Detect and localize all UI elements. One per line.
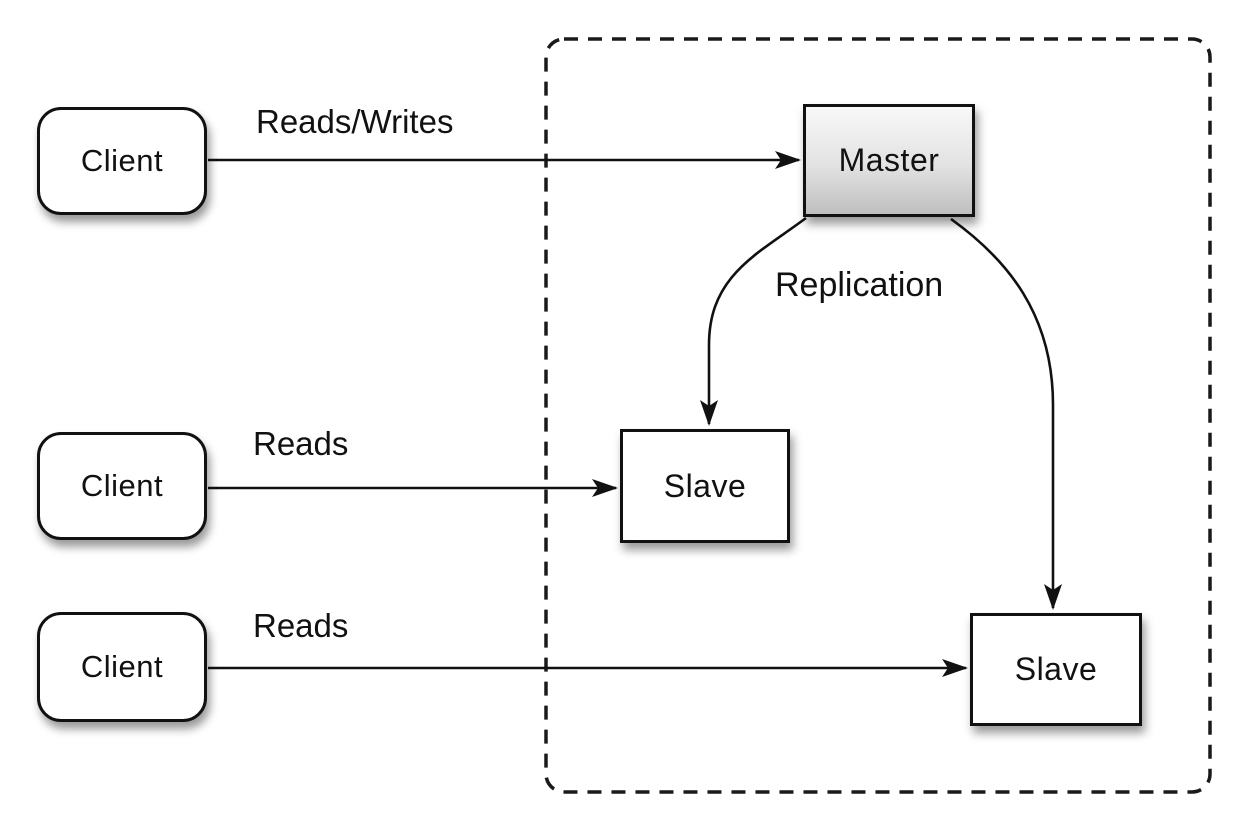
- node-master: Master: [803, 104, 975, 217]
- node-client-1: Client: [37, 107, 207, 215]
- node-client-1-label: Client: [80, 143, 164, 178]
- edge-master-slave1-replication: [700, 216, 807, 426]
- edge-label-replication: Replication: [775, 266, 944, 304]
- node-client-2: Client: [37, 432, 207, 540]
- node-master-label: Master: [838, 142, 940, 178]
- edge-master-slave2-replication: [950, 217, 1062, 610]
- node-slave-2-label: Slave: [1014, 651, 1098, 687]
- edge-label-reads-2: Reads: [253, 607, 349, 644]
- node-client-2-label: Client: [80, 468, 164, 503]
- edge-label-reads-writes: Reads/Writes: [256, 103, 454, 140]
- replication-group-boundary: [544, 37, 1212, 794]
- node-slave-2: Slave: [970, 613, 1142, 726]
- node-client-3-label: Client: [80, 649, 164, 684]
- node-slave-1: Slave: [620, 429, 790, 543]
- node-slave-1-label: Slave: [663, 467, 747, 504]
- edge-label-reads-1: Reads: [253, 425, 349, 462]
- node-client-3: Client: [37, 612, 207, 722]
